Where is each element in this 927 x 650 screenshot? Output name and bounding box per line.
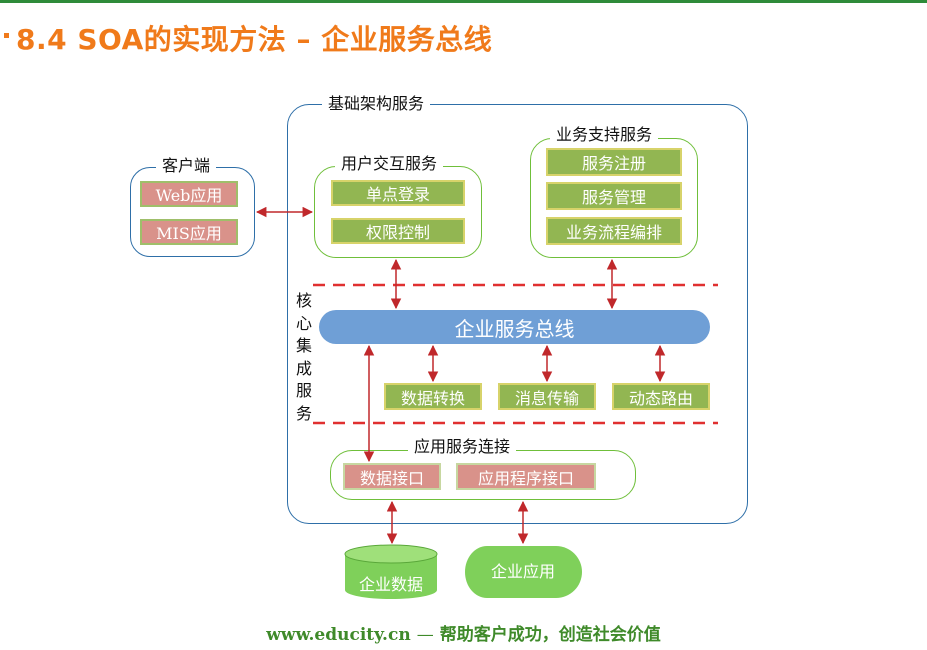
access-control-box[interactable]: 权限控制 [331,218,465,244]
mis-app-box[interactable]: MIS应用 [140,219,238,245]
dynamic-routing-box[interactable]: 动态路由 [612,383,710,410]
enterprise-app-text: 企业应用 [491,562,555,581]
enterprise-data-cylinder[interactable]: 企业数据 [344,544,438,599]
data-interface-box[interactable]: 数据接口 [343,463,441,490]
slide-title: 8.4 SOA的实现方法 – 企业服务总线 [16,23,493,56]
enterprise-service-bus[interactable]: 企业服务总线 [319,310,710,344]
service-registry-box[interactable]: 服务注册 [546,148,682,176]
enterprise-app-shape[interactable]: 企业应用 [465,546,582,598]
app-connect-label: 应用服务连接 [408,437,517,457]
footer: www.educity.cn—帮助客户成功，创造社会价值 [0,620,927,645]
client-label: 客户端 [156,156,217,176]
message-transport-box[interactable]: 消息传输 [498,383,596,410]
enterprise-data-text: 企业数据 [359,575,423,594]
infra-label: 基础架构服务 [322,94,431,114]
footer-dash: — [416,625,434,645]
web-app-box[interactable]: Web应用 [140,181,238,207]
core-integration-label: 核心集成服务 [295,291,312,423]
infra-frame [287,104,748,524]
service-management-box[interactable]: 服务管理 [546,182,682,210]
process-orchestration-box[interactable]: 业务流程编排 [546,217,682,245]
footer-slogan: 帮助客户成功，创造社会价值 [439,625,661,645]
data-transform-box[interactable]: 数据转换 [384,383,482,410]
api-box[interactable]: 应用程序接口 [456,463,596,490]
top-accent-bar [0,0,927,3]
sso-box[interactable]: 单点登录 [331,180,465,206]
title-bullet [4,33,9,38]
footer-url[interactable]: www.educity.cn [266,625,411,645]
business-support-label: 业务支持服务 [550,125,659,145]
user-interaction-label: 用户交互服务 [335,154,444,174]
